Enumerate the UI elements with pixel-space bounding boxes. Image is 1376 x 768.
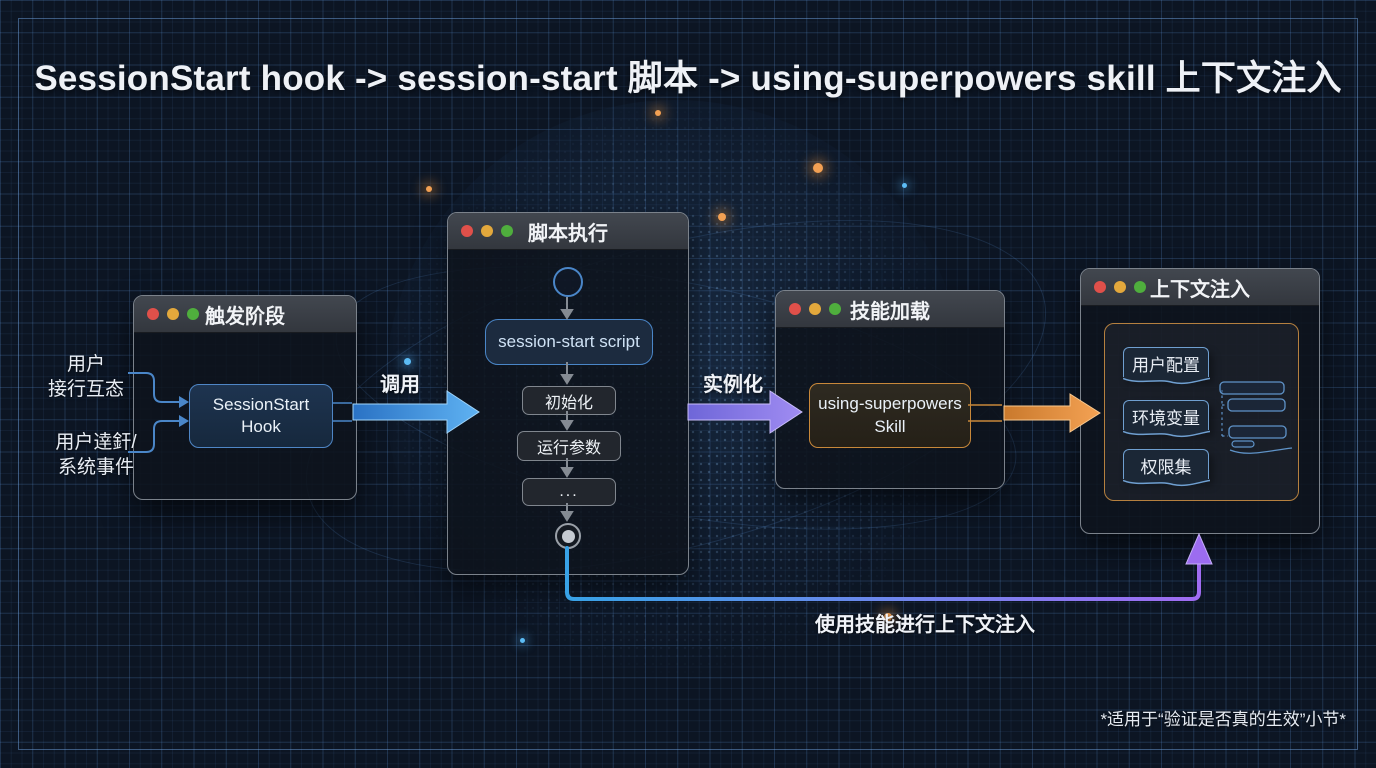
doc-permission-set: 权限集: [1122, 449, 1210, 487]
glow-dot: [404, 358, 411, 365]
glow-dot: [813, 163, 823, 173]
zoom-icon: [187, 308, 199, 320]
window-trigger-phase: 触发阶段 SessionStart Hook: [133, 295, 357, 500]
doc-wave-edge: [1122, 430, 1210, 438]
using-superpowers-skill-node: using-superpowers Skill: [809, 383, 971, 448]
zoom-icon: [1134, 281, 1146, 293]
traffic-lights: [147, 308, 199, 320]
step-ellipsis: ...: [522, 478, 616, 506]
glow-dot: [884, 613, 892, 621]
close-icon: [461, 225, 473, 237]
window-context-injection: 上下文注入 用户配置 环境变量 权限集: [1080, 268, 1320, 534]
titlebar-trigger: 触发阶段: [134, 296, 356, 333]
titlebar-skill: 技能加载: [776, 291, 1004, 328]
window-title: 脚本执行: [528, 222, 608, 245]
doc-wave-edge: [1122, 377, 1210, 385]
close-icon: [789, 303, 801, 315]
glow-dot: [655, 110, 661, 116]
titlebar-context: 上下文注入: [1081, 269, 1319, 306]
titlebar-script: 脚本执行: [448, 213, 688, 250]
doc-label: 用户配置: [1132, 355, 1200, 375]
minimize-icon: [481, 225, 493, 237]
call-arrow-label: 调用: [380, 374, 420, 396]
zoom-icon: [501, 225, 513, 237]
window-skill-loading: 技能加载 using-superpowers Skill: [775, 290, 1005, 489]
zoom-icon: [829, 303, 841, 315]
minimize-icon: [1114, 281, 1126, 293]
glow-dot: [902, 183, 907, 188]
window-title: 触发阶段: [205, 305, 285, 328]
doc-label: 权限集: [1140, 457, 1192, 477]
close-icon: [147, 308, 159, 320]
window-title: 上下文注入: [1150, 278, 1250, 301]
doc-label: 环境变量: [1132, 408, 1200, 428]
return-arrowhead: [1185, 532, 1213, 565]
glow-dot: [718, 213, 726, 221]
context-items-container: 用户配置 环境变量 权限集: [1104, 323, 1299, 501]
footnote: *适用于“验证是否真的生效”小节*: [1100, 710, 1346, 729]
close-icon: [1094, 281, 1106, 293]
input-label-system-event: 用户逹釬/ 系统事件: [55, 432, 137, 479]
glow-dot: [520, 638, 525, 643]
traffic-lights: [789, 303, 841, 315]
glow-dot: [426, 186, 432, 192]
minimize-icon: [809, 303, 821, 315]
doc-user-config: 用户配置: [1122, 347, 1210, 385]
doc-env-vars: 环境变量: [1122, 400, 1210, 438]
window-script-execution: 脚本执行 session-start script 初始化 运行参数 ...: [447, 212, 689, 575]
flow-start-circle: [553, 267, 583, 297]
flow-end-circle: [555, 523, 581, 549]
instantiate-arrow-label: 实例化: [703, 374, 763, 396]
step-run-params: 运行参数: [517, 431, 621, 461]
flow-end-dot: [561, 529, 575, 543]
inject-path-label: 使用技能进行上下文注入: [815, 614, 1035, 636]
window-title: 技能加载: [850, 300, 930, 323]
traffic-lights: [1094, 281, 1146, 293]
step-initialize: 初始化: [522, 386, 616, 415]
sessionstart-hook-node: SessionStart Hook: [189, 384, 333, 448]
session-start-script-node: session-start script: [485, 319, 653, 365]
page-title: SessionStart hook -> session-start 脚本 ->…: [34, 59, 1342, 98]
minimize-icon: [167, 308, 179, 320]
doc-wave-edge: [1122, 479, 1210, 487]
traffic-lights: [461, 225, 513, 237]
input-label-user-interaction: 用户 接行互态: [47, 354, 125, 401]
